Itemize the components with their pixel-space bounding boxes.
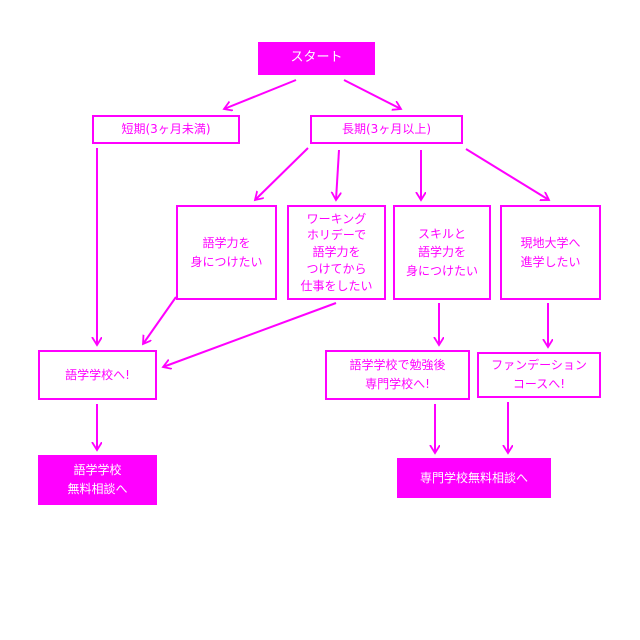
node-vocational-after-language: 語学学校で勉強後 専門学校へ!	[325, 350, 470, 400]
arrow-long-term-to-gain-language	[255, 147, 309, 200]
node-long-term: 長期(3ヶ月以上)	[310, 115, 463, 144]
arrow-start-to-long-term	[343, 79, 401, 109]
arrow-start-to-short-term	[224, 79, 297, 109]
arrow-long-term-to-local-university	[465, 148, 549, 200]
vocational-school-consult-button[interactable]: 専門学校無料相談へ	[397, 458, 551, 498]
arrow-gain-language-to-language-school	[143, 296, 177, 344]
node-start: スタート	[258, 42, 375, 75]
node-skill-language: スキルと 語学力を 身につけたい	[393, 205, 491, 300]
node-short-term: 短期(3ヶ月未満)	[92, 115, 240, 144]
node-foundation-course: ファンデーション コースへ!	[477, 352, 601, 398]
arrow-working-holiday-to-language-school	[163, 302, 337, 367]
language-school-consult-button[interactable]: 語学学校 無料相談へ	[38, 455, 157, 505]
node-working-holiday: ワーキング ホリデーで 語学力を つけてから 仕事をしたい	[287, 205, 386, 300]
arrow-long-term-to-working-holiday	[336, 149, 339, 200]
node-language-school: 語学学校へ!	[38, 350, 157, 400]
node-gain-language: 語学力を 身につけたい	[176, 205, 277, 300]
node-local-university: 現地大学へ 進学したい	[500, 205, 601, 300]
